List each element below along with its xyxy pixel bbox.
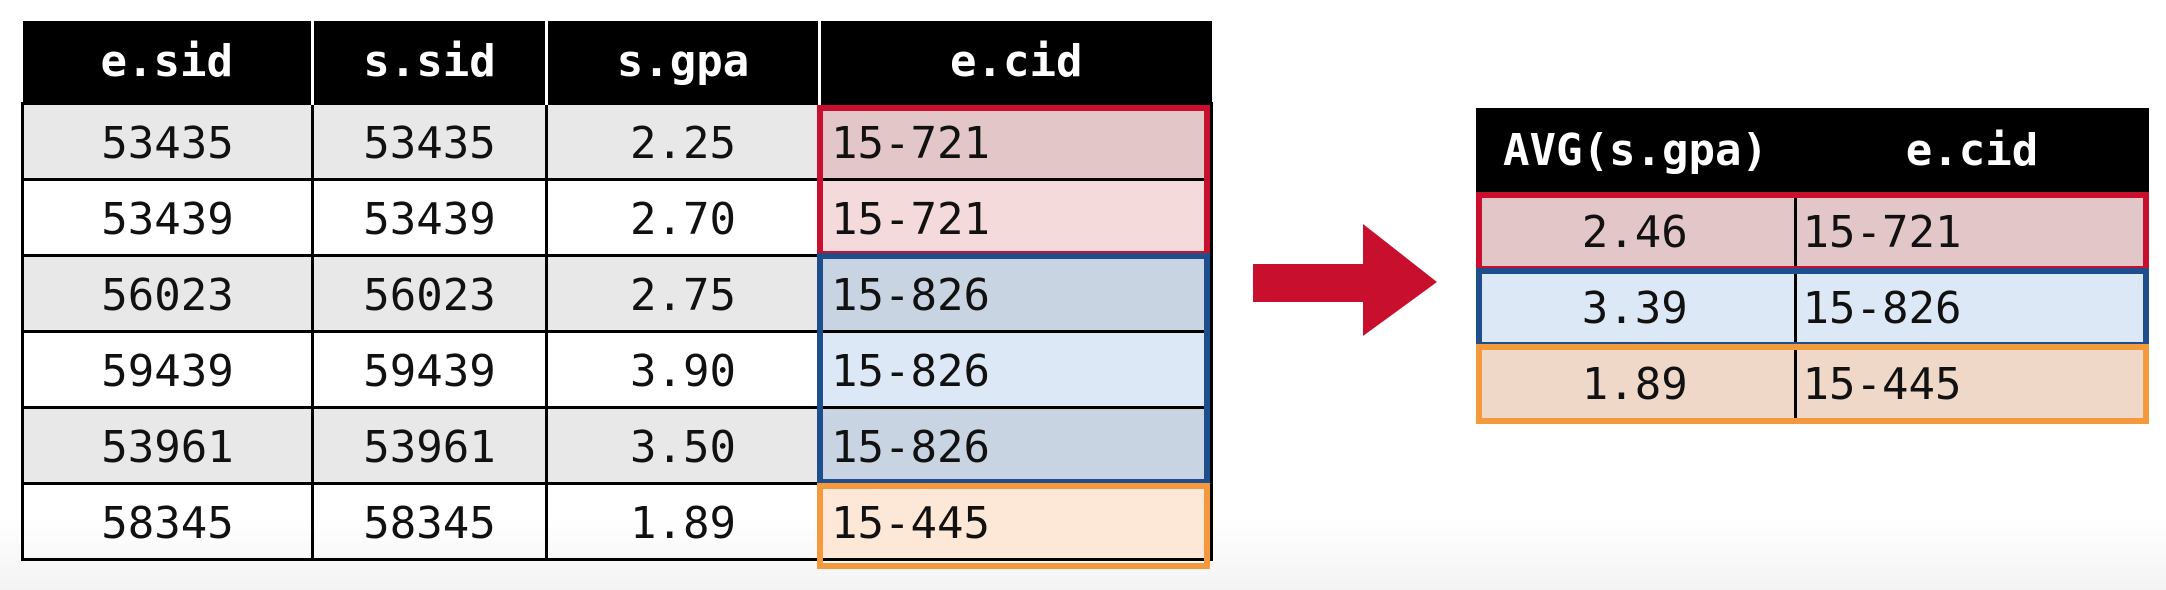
table-row: 53435 53435 2.25 15-721 xyxy=(21,101,1213,181)
cell-avg-gpa: 3.39 xyxy=(1476,268,1797,344)
cell-e-sid: 56023 xyxy=(21,253,314,333)
cell-e-cid: 15-826 xyxy=(818,405,1213,485)
cell-s-gpa: 2.75 xyxy=(545,253,821,333)
cell-s-sid: 53961 xyxy=(311,405,548,485)
cell-e-cid: 15-721 xyxy=(818,177,1213,257)
arrow-right-icon xyxy=(1253,224,1437,336)
cell-e-cid: 15-826 xyxy=(818,329,1213,409)
table-row: 58345 58345 1.89 15-445 xyxy=(21,481,1213,561)
table-row: 53961 53961 3.50 15-826 xyxy=(21,405,1213,485)
cell-e-cid: 15-826 xyxy=(1795,268,2149,344)
header-s-gpa: s.gpa xyxy=(545,21,820,103)
header-e-cid: e.cid xyxy=(818,21,1212,103)
table-row: 1.89 15-445 xyxy=(1476,344,2149,420)
cell-e-sid: 53961 xyxy=(21,405,314,485)
cell-s-gpa: 1.89 xyxy=(545,481,821,561)
cell-avg-gpa: 2.46 xyxy=(1476,192,1797,268)
cell-avg-gpa: 1.89 xyxy=(1476,344,1797,420)
table-row: 3.39 15-826 xyxy=(1476,268,2149,344)
cell-s-sid: 53439 xyxy=(311,177,548,257)
input-table-header-row: e.sid s.sid s.gpa e.cid xyxy=(22,21,1212,103)
cell-s-gpa: 2.70 xyxy=(545,177,821,257)
cell-s-gpa: 2.25 xyxy=(545,101,821,181)
cell-e-sid: 58345 xyxy=(21,481,314,561)
cell-s-sid: 53435 xyxy=(311,101,548,181)
table-row: 53439 53439 2.70 15-721 xyxy=(21,177,1213,257)
table-row: 56023 56023 2.75 15-826 xyxy=(21,253,1213,333)
cell-s-sid: 58345 xyxy=(311,481,548,561)
cell-s-gpa: 3.50 xyxy=(545,405,821,485)
input-table: e.sid s.sid s.gpa e.cid 53435 53435 2.25… xyxy=(21,21,1213,561)
header-e-sid: e.sid xyxy=(22,21,313,103)
header-e-cid: e.cid xyxy=(1795,108,2149,192)
cell-e-sid: 53439 xyxy=(21,177,314,257)
cell-e-sid: 59439 xyxy=(21,329,314,409)
cell-e-cid: 15-445 xyxy=(1795,344,2149,420)
table-row: 2.46 15-721 xyxy=(1476,192,2149,268)
cell-e-cid: 15-826 xyxy=(818,253,1213,333)
cell-s-sid: 56023 xyxy=(311,253,548,333)
cell-e-cid: 15-721 xyxy=(1795,192,2149,268)
cell-s-sid: 59439 xyxy=(311,329,548,409)
cell-e-sid: 53435 xyxy=(21,101,314,181)
output-table: AVG(s.gpa) e.cid 2.46 15-721 3.39 15-826… xyxy=(1476,108,2149,420)
cell-e-cid: 15-445 xyxy=(818,481,1213,561)
output-table-header-row: AVG(s.gpa) e.cid xyxy=(1476,108,2149,192)
cell-s-gpa: 3.90 xyxy=(545,329,821,409)
table-row: 59439 59439 3.90 15-826 xyxy=(21,329,1213,409)
arrow-right-shape xyxy=(1253,224,1437,336)
cell-e-cid: 15-721 xyxy=(818,101,1213,181)
header-avg-gpa: AVG(s.gpa) xyxy=(1476,108,1795,192)
header-s-sid: s.sid xyxy=(311,21,547,103)
